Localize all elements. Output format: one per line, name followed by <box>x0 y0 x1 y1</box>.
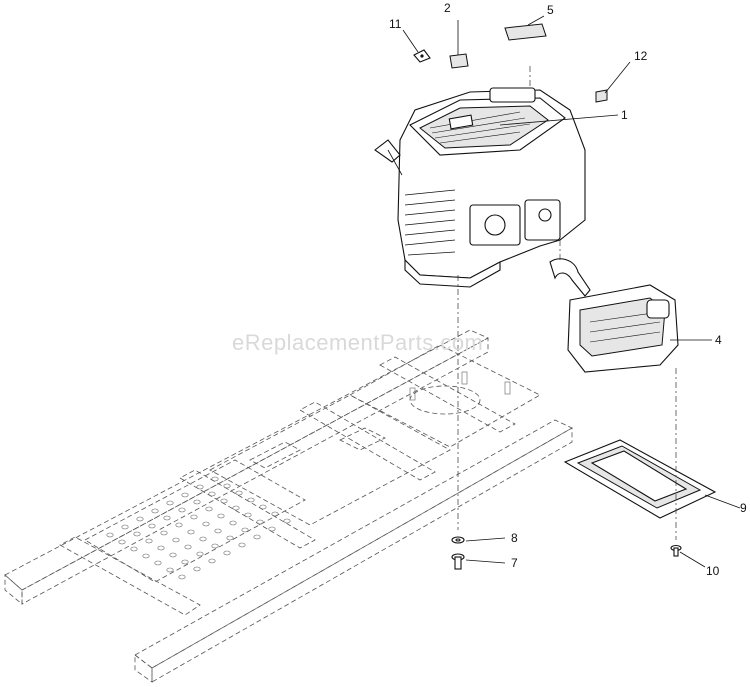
plate-hole <box>244 512 252 518</box>
plate-hole <box>199 536 207 542</box>
plate-hole <box>238 542 246 548</box>
plate-hole <box>118 539 126 545</box>
muffler <box>549 258 679 373</box>
washer-8 <box>451 536 465 544</box>
plate-hole <box>214 528 222 534</box>
plate-hole <box>256 519 264 525</box>
plate-hole <box>106 532 114 538</box>
plate-hole <box>226 535 234 541</box>
plate-hole <box>184 544 192 550</box>
plate-hole <box>172 537 180 543</box>
callout-5: 5 <box>547 3 554 17</box>
callout-12: 12 <box>634 49 648 63</box>
plate-hole <box>157 545 165 551</box>
plate-hole <box>283 518 291 524</box>
plate-hole <box>181 492 189 498</box>
plate-hole <box>223 550 231 556</box>
clip-11 <box>413 49 431 63</box>
plate-hole <box>178 574 186 580</box>
engine <box>374 87 586 288</box>
callout-9: 9 <box>740 501 747 515</box>
plate-hole <box>160 530 168 536</box>
plate-hole <box>247 497 255 503</box>
callout-labels: 11 2 5 12 1 4 9 8 7 10 <box>389 1 747 578</box>
plate-hole <box>253 534 261 540</box>
plate-hole <box>235 490 243 496</box>
callout-8: 8 <box>511 531 518 545</box>
plate-hole <box>232 505 240 511</box>
plate-hole <box>133 531 141 537</box>
plate-hole <box>166 500 174 506</box>
plate-hole <box>208 491 216 497</box>
plate-hole <box>271 511 279 517</box>
plate-hole <box>229 520 237 526</box>
callout-4: 4 <box>715 333 722 347</box>
plate-hole <box>142 553 150 559</box>
plate-hole <box>166 567 174 573</box>
plate-hole <box>121 524 129 530</box>
plate-hole <box>145 538 153 544</box>
alignment-lines <box>457 66 677 540</box>
plate-hole <box>196 484 204 490</box>
heat-shield <box>563 439 717 519</box>
plate-hole <box>196 551 204 557</box>
plate-hole <box>148 523 156 529</box>
plate-hole <box>202 521 210 527</box>
callout-11: 11 <box>389 17 402 31</box>
plate-hole <box>241 527 249 533</box>
callout-7: 7 <box>511 556 518 570</box>
callout-1: 1 <box>621 108 628 122</box>
plate-hole <box>268 526 276 532</box>
plate-hole <box>205 506 213 512</box>
plate-hole <box>178 507 186 513</box>
plate-hole <box>181 559 189 565</box>
plate-hole <box>130 546 138 552</box>
plate-hole <box>223 483 231 489</box>
plate-hole <box>211 543 219 549</box>
decal-5 <box>504 23 547 41</box>
plate-hole <box>211 476 219 482</box>
bolt-7 <box>451 553 465 570</box>
decal-2 <box>449 53 469 69</box>
plate-hole <box>163 515 171 521</box>
callout-2: 2 <box>444 1 451 15</box>
plate-hole <box>154 560 162 566</box>
plate-hole <box>187 529 195 535</box>
plate-hole-grid <box>106 476 291 580</box>
bolt-10 <box>670 544 682 557</box>
plate-hole <box>259 504 267 510</box>
watermark-text: eReplacementParts.com <box>232 330 484 355</box>
callout-10: 10 <box>706 564 720 578</box>
plate-hole <box>217 513 225 519</box>
chassis-frame <box>4 329 573 683</box>
plate-hole <box>175 522 183 528</box>
plate-hole <box>193 566 201 572</box>
plate-hole <box>190 514 198 520</box>
decal-12 <box>595 89 608 103</box>
plate-hole <box>136 516 144 522</box>
leader-lines <box>402 15 741 568</box>
plate-hole <box>193 499 201 505</box>
plate-hole <box>220 498 228 504</box>
plate-hole <box>208 558 216 564</box>
plate-hole <box>169 552 177 558</box>
plate-hole <box>151 508 159 514</box>
